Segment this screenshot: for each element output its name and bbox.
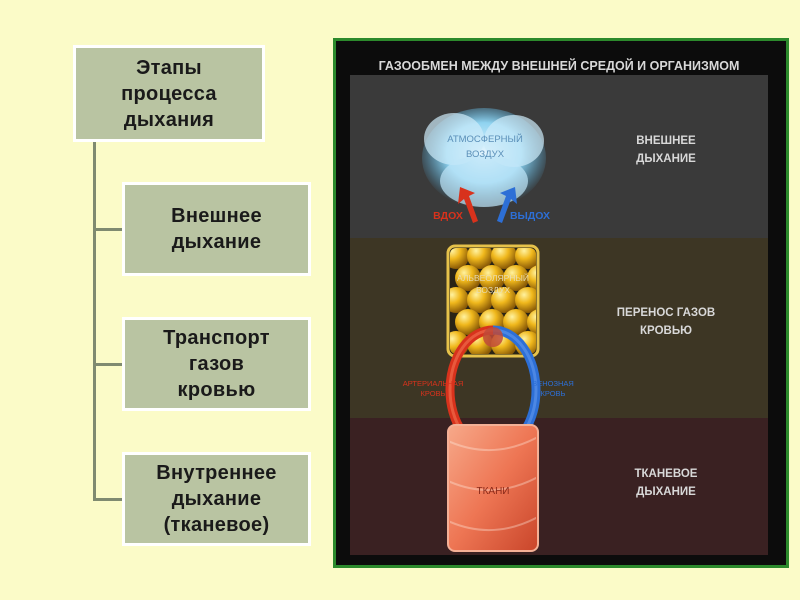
exhale-arrow-icon bbox=[497, 187, 517, 223]
arterial-label-1: АРТЕРИАЛЬНАЯ bbox=[403, 379, 464, 388]
stage-external-1: ВНЕШНЕЕ bbox=[636, 135, 696, 147]
root-node-breathing-stages: Этапы процесса дыхания bbox=[73, 45, 265, 142]
alveolus bbox=[527, 309, 536, 335]
alveolus bbox=[503, 265, 529, 291]
node-external-breathing: Внешнее дыхание bbox=[122, 182, 311, 276]
alveolus bbox=[467, 287, 493, 313]
exhale-label: ВЫДОХ bbox=[510, 210, 550, 222]
alveolus bbox=[515, 287, 536, 313]
inhale-label: ВДОХ bbox=[433, 210, 463, 222]
alveolus bbox=[527, 265, 536, 291]
air-label-2: ВОЗДУХ bbox=[466, 149, 505, 160]
alveolus bbox=[450, 248, 469, 269]
alveolus bbox=[455, 309, 481, 335]
alveolus bbox=[491, 287, 517, 313]
stage-transport-1: ПЕРЕНОС ГАЗОВ bbox=[617, 307, 715, 319]
alveolus bbox=[491, 248, 517, 269]
band-tissue bbox=[350, 418, 768, 555]
alveolus bbox=[503, 309, 529, 335]
venous-label-2: КРОВЬ bbox=[541, 389, 566, 398]
figure-title: ГАЗООБМЕН МЕЖДУ ВНЕШНЕЙ СРЕДОЙ И ОРГАНИЗ… bbox=[379, 58, 740, 73]
tissue-label: ТКАНИ bbox=[476, 486, 509, 497]
tissue-icon bbox=[447, 424, 539, 552]
alveolus bbox=[467, 248, 493, 269]
stage-tissue-1: ТКАНЕВОЕ bbox=[635, 468, 698, 480]
alveoli-label-1: АЛЬВЕОЛЯРНЫЙ bbox=[457, 272, 529, 283]
stage-tissue-2: ДЫХАНИЕ bbox=[636, 486, 696, 498]
gas-exchange-illustration: ГАЗООБМЕН МЕЖДУ ВНЕШНЕЙ СРЕДОЙ И ОРГАНИЗ… bbox=[333, 38, 789, 568]
alveolus bbox=[479, 265, 505, 291]
hierarchy-connector-vertical bbox=[93, 142, 96, 500]
inhale-arrow-icon bbox=[458, 187, 478, 223]
node-internal-breathing: Внутреннее дыхание (тканевое) bbox=[122, 452, 311, 546]
hierarchy-connector-1 bbox=[93, 228, 122, 231]
gas-exchange-svg: ГАЗООБМЕН МЕЖДУ ВНЕШНЕЙ СРЕДОЙ И ОРГАНИЗ… bbox=[336, 41, 786, 565]
alveoli-icon bbox=[446, 244, 540, 358]
band-external bbox=[350, 75, 768, 238]
node-gas-transport: Транспорт газов кровью bbox=[122, 317, 311, 411]
stage-external-2: ДЫХАНИЕ bbox=[636, 153, 696, 165]
alveolus bbox=[455, 265, 481, 291]
venous-label-1: ВЕНОЗНАЯ bbox=[532, 379, 574, 388]
hierarchy-connector-3 bbox=[93, 498, 122, 501]
arterial-label-2: КРОВЬ bbox=[421, 389, 446, 398]
alveoli-label-2: ВОЗДУХ bbox=[476, 285, 510, 295]
band-transport bbox=[350, 238, 768, 418]
hierarchy-connector-2 bbox=[93, 363, 122, 366]
alveolus bbox=[450, 287, 469, 313]
air-label-1: АТМОСФЕРНЫЙ bbox=[447, 133, 523, 145]
stage-transport-2: КРОВЬЮ bbox=[640, 325, 692, 337]
